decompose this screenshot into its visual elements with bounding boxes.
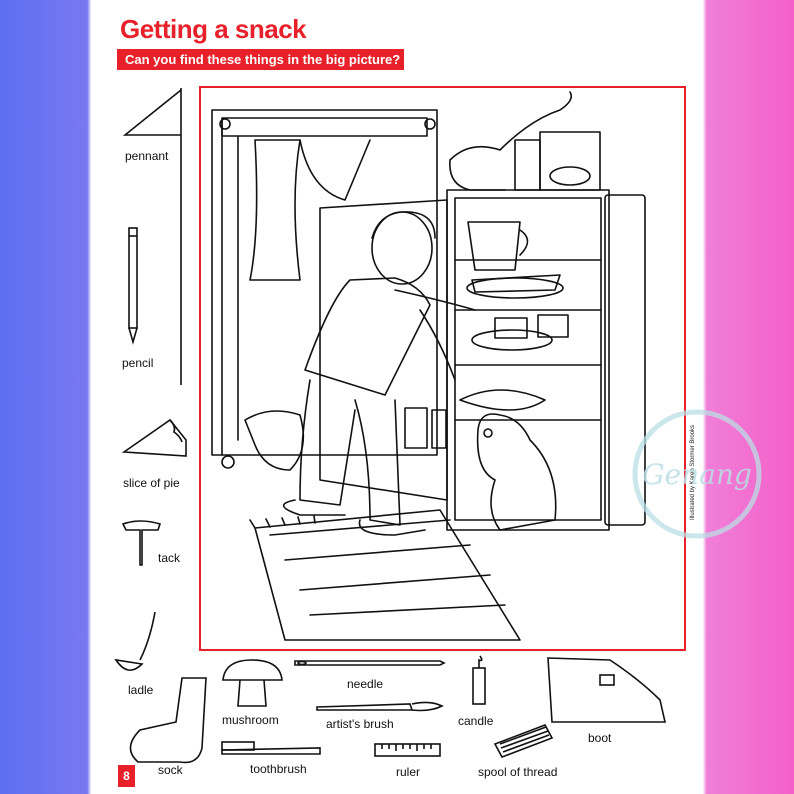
label-mushroom: mushroom [222,713,279,727]
label-toothbrush: toothbrush [250,762,307,776]
label-pencil: pencil [122,356,154,370]
label-spool-of-thread: spool of thread [478,765,558,779]
big-picture-frame [199,86,686,651]
label-tack: tack [158,551,181,565]
label-artists-brush: artist's brush [326,717,394,731]
page-title: Getting a snack [120,14,307,44]
label-slice-of-pie: slice of pie [123,476,180,490]
instruction-banner: Can you find these things in the big pic… [117,49,404,70]
watermark-logo: Genang [632,409,762,539]
label-ruler: ruler [396,765,421,779]
watermark-text: Genang [642,458,752,491]
label-candle: candle [458,714,494,728]
label-sock: sock [158,763,183,777]
label-ladle: ladle [128,683,154,697]
label-needle: needle [347,677,384,691]
page-number: 8 [118,765,135,787]
label-boot: boot [588,731,612,745]
label-pennant: pennant [125,149,169,163]
instruction-text: Can you find these things in the big pic… [125,52,401,67]
